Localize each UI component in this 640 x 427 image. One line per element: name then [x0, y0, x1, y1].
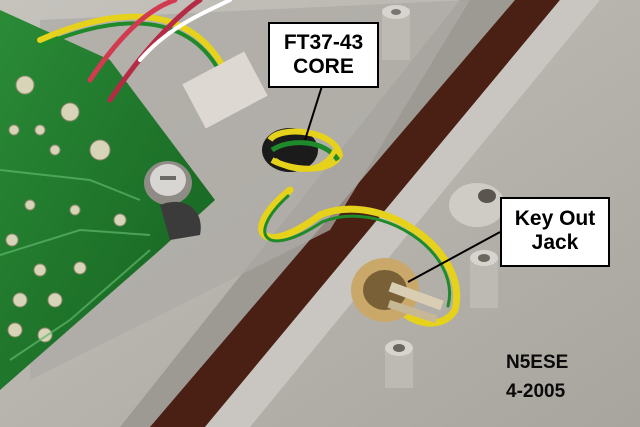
callsign-text: N5ESE	[506, 352, 569, 373]
enclosure-slot	[150, 0, 560, 427]
leader-line-core	[304, 85, 323, 141]
standoff-right-upper	[449, 183, 505, 227]
jack-label: Key Out Jack	[500, 197, 610, 267]
standoff-right-lower	[470, 250, 498, 308]
date-text: 4-2005	[506, 381, 566, 402]
toroid-core	[182, 51, 344, 172]
core-label: FT37-43 CORE	[268, 22, 379, 88]
enclosure-rim	[205, 0, 600, 427]
wire-bundle-top	[37, 0, 232, 103]
pcb-screw	[144, 161, 192, 205]
inner-tray	[30, 0, 470, 380]
solder-lug	[160, 201, 201, 240]
pcb-traces	[0, 169, 151, 361]
key-out-jack	[351, 258, 444, 324]
standoff-top	[382, 5, 410, 60]
leader-line-jack	[407, 231, 501, 283]
standoff-bottom	[385, 340, 413, 388]
wire-loop-jack	[258, 186, 461, 327]
